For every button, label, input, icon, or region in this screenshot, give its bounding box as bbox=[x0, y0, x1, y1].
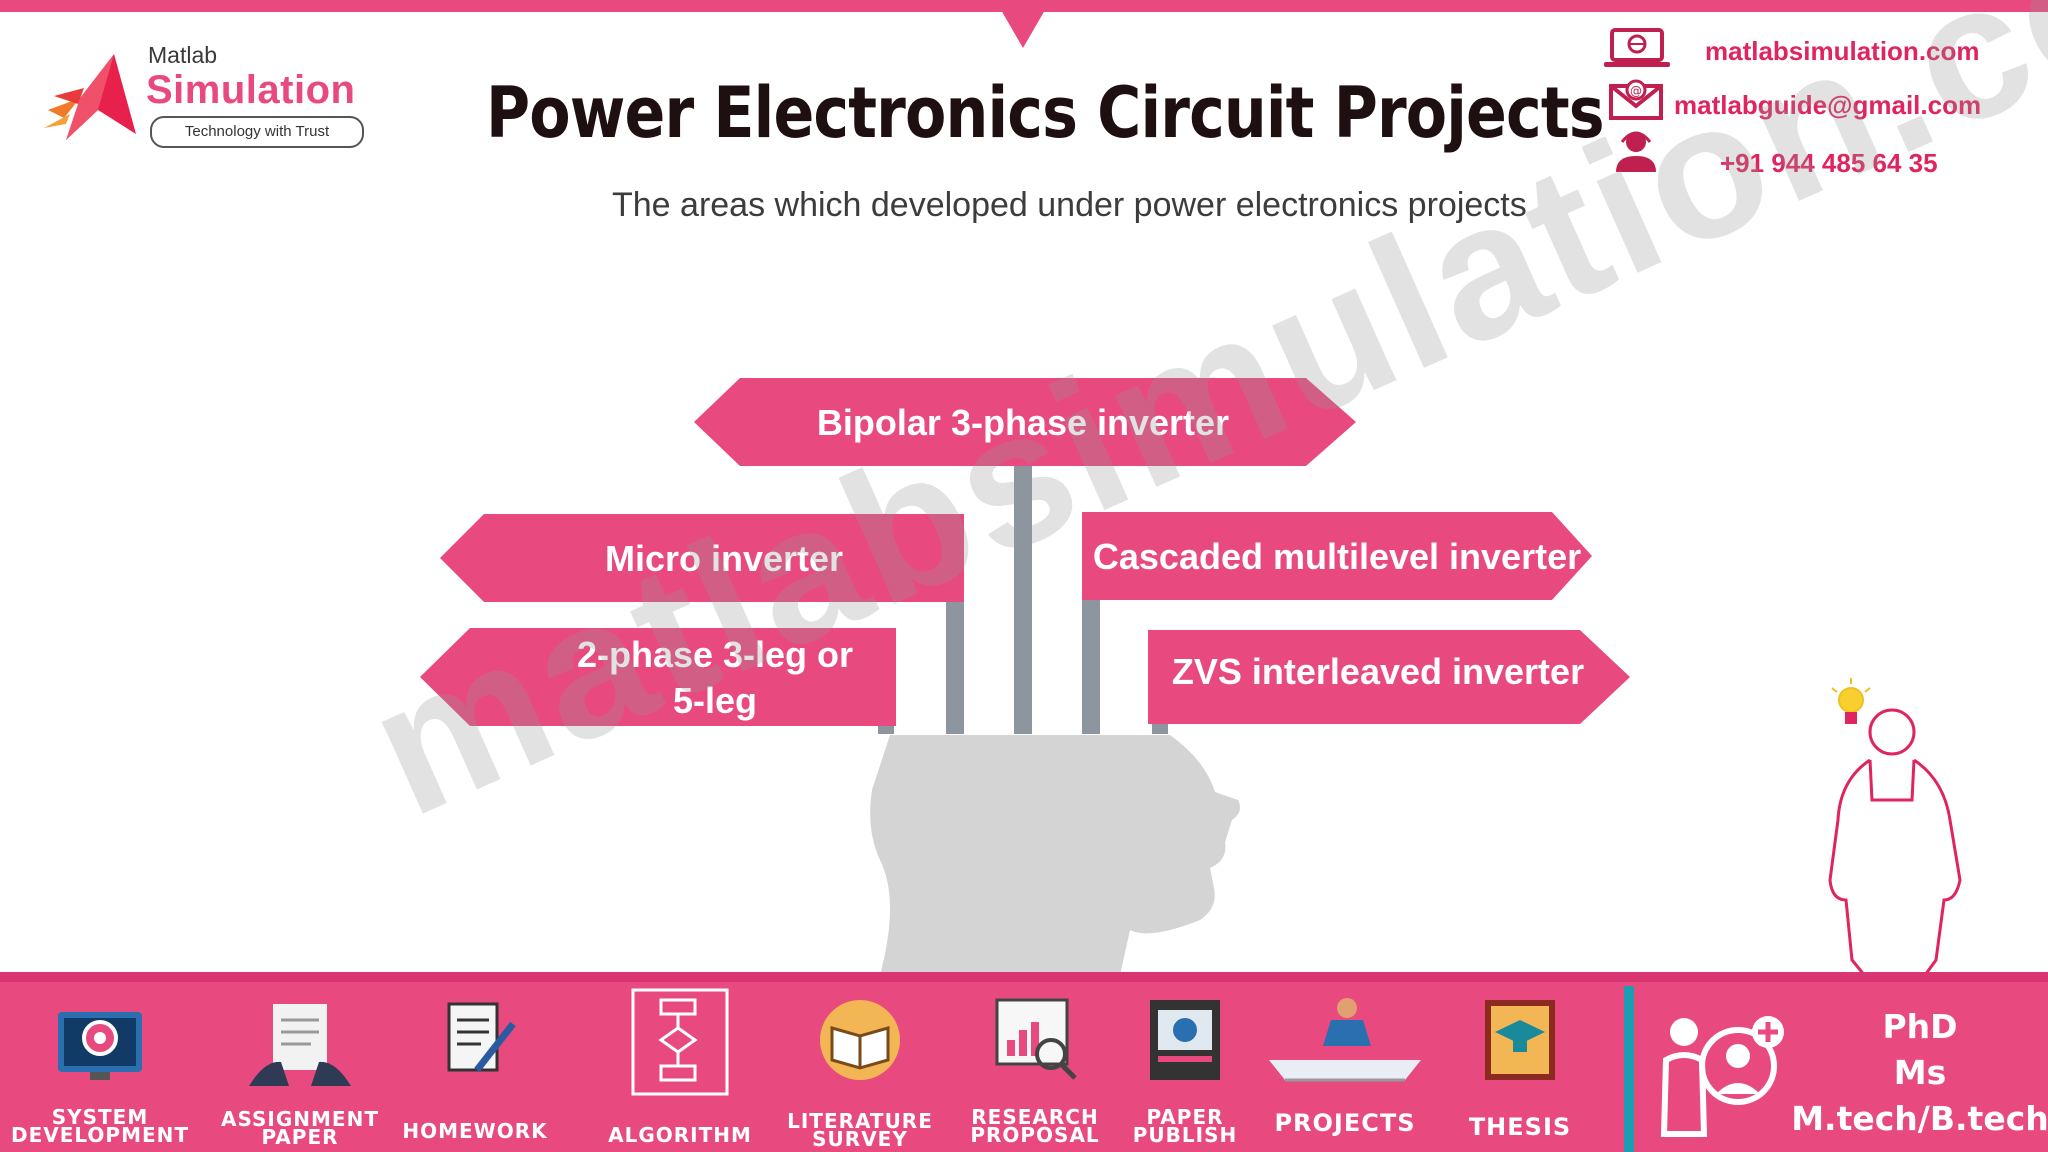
sign-bipolar bbox=[694, 378, 1356, 466]
brand-logo[interactable]: Matlab Simulation Technology with Trust bbox=[40, 40, 380, 160]
service-paper-publish[interactable]: PAPER PUBLISH bbox=[1110, 990, 1260, 1150]
service-label-line2: PAPER bbox=[261, 1125, 339, 1149]
operator-icon bbox=[1616, 131, 1656, 172]
service-label-line1: ALGORITHM bbox=[608, 1123, 752, 1147]
sign-micro bbox=[440, 514, 964, 602]
mail-icon: @ bbox=[1609, 79, 1663, 120]
sign-zvs bbox=[1148, 630, 1630, 724]
graduates-icon bbox=[1660, 1016, 1784, 1137]
head-silhouette bbox=[870, 735, 1240, 975]
research-icon bbox=[995, 998, 1077, 1080]
service-system-development[interactable]: SYSTEM DEVELOPMENT bbox=[10, 990, 190, 1150]
phone-number[interactable]: +91 944 485 64 35 bbox=[1720, 148, 1938, 178]
svg-text:@: @ bbox=[1630, 84, 1642, 98]
monitor-gear-icon bbox=[58, 1012, 142, 1080]
service-label-line2: PUBLISH bbox=[1132, 1123, 1238, 1147]
service-research-proposal[interactable]: RESEARCH PROPOSAL bbox=[960, 990, 1110, 1150]
service-label-line1: SYSTEM bbox=[51, 1105, 149, 1129]
logo-small-text: Matlab bbox=[148, 42, 218, 68]
degree-phd: PhD bbox=[1882, 1007, 1958, 1046]
email-link[interactable]: matlabguide@gmail.com bbox=[1674, 90, 1982, 120]
services-divider bbox=[1624, 986, 1634, 1152]
publish-icon bbox=[1150, 1000, 1220, 1080]
pole-right bbox=[1082, 592, 1100, 734]
degree-list: PhD Ms M.tech/B.tech bbox=[1790, 1004, 2048, 1142]
homework-icon bbox=[447, 1002, 516, 1073]
thesis-icon bbox=[1485, 1000, 1555, 1080]
service-label-line1: RESEARCH bbox=[971, 1105, 1099, 1129]
lightbulb-icon bbox=[1831, 678, 1871, 724]
sign-label-cascaded: Cascaded multilevel inverter bbox=[1092, 536, 1582, 577]
thinking-person-icon bbox=[1828, 708, 1962, 983]
service-label-line1: PROJECTS bbox=[1274, 1109, 1416, 1137]
service-thesis[interactable]: THESIS bbox=[1440, 990, 1600, 1150]
website-link[interactable]: matlabsimulation.com bbox=[1705, 36, 1980, 66]
pole-left bbox=[946, 592, 964, 734]
logo-brand-text: Simulation bbox=[146, 68, 356, 112]
degree-mtech: M.tech/B.tech bbox=[1791, 1099, 2048, 1138]
sign-label-2phase: 2-phase 3-leg or 5-leg bbox=[576, 634, 854, 721]
service-literature-survey[interactable]: LITERATURE SURVEY bbox=[780, 990, 940, 1150]
service-homework[interactable]: HOMEWORK bbox=[390, 990, 560, 1150]
service-label-line1: LITERATURE bbox=[787, 1109, 933, 1133]
sign-2phase bbox=[420, 628, 896, 726]
book-icon bbox=[820, 1000, 900, 1080]
top-notch bbox=[1001, 10, 1045, 48]
service-algorithm[interactable]: ALGORITHM bbox=[590, 988, 770, 1150]
pole-center bbox=[1014, 464, 1032, 734]
sign-label-micro: Micro inverter bbox=[604, 538, 844, 579]
top-accent-bar bbox=[0, 0, 2048, 12]
bottom-accent-line bbox=[0, 972, 2048, 982]
rocket-logo-icon bbox=[44, 54, 136, 140]
page-subtitle: The areas which developed under power el… bbox=[612, 186, 1527, 224]
service-label-line1: THESIS bbox=[1468, 1113, 1572, 1141]
flowchart-icon bbox=[631, 988, 729, 1096]
service-label-line2: DEVELOPMENT bbox=[10, 1123, 190, 1147]
logo-tagline: Technology with Trust bbox=[150, 116, 364, 148]
service-label-line2: SURVEY bbox=[812, 1127, 908, 1151]
service-label-line1: ASSIGNMENT bbox=[221, 1107, 379, 1131]
projects-icon bbox=[1269, 998, 1421, 1082]
service-label-line1: HOMEWORK bbox=[402, 1119, 548, 1143]
assignment-icon bbox=[249, 1004, 351, 1086]
sign-label-bipolar: Bipolar 3-phase inverter bbox=[816, 402, 1230, 443]
sign-cascaded bbox=[1082, 512, 1592, 600]
service-assignment-paper[interactable]: ASSIGNMENT PAPER bbox=[210, 990, 390, 1150]
service-projects[interactable]: PROJECTS bbox=[1250, 990, 1440, 1150]
service-label-line1: PAPER bbox=[1146, 1105, 1224, 1129]
sign-label-zvs: ZVS interleaved inverter bbox=[1171, 651, 1585, 692]
computer-icon bbox=[1604, 28, 1670, 67]
degree-ms: Ms bbox=[1893, 1053, 1947, 1092]
service-label-line2: PROPOSAL bbox=[970, 1123, 1100, 1147]
